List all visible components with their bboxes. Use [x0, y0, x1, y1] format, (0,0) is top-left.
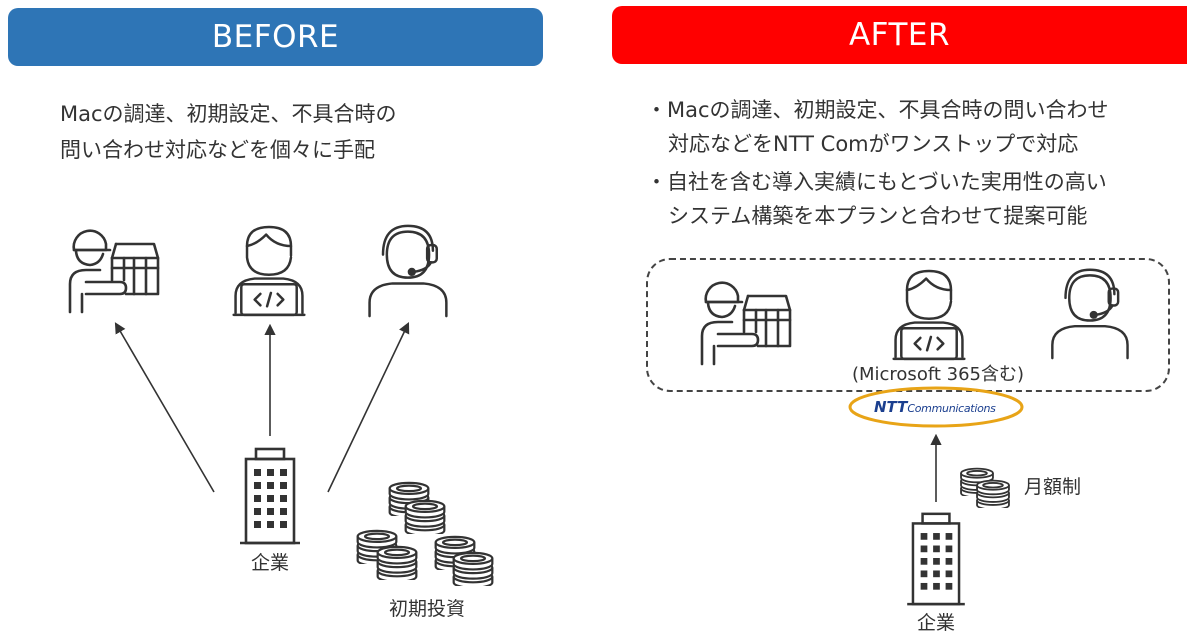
coins-icon — [352, 470, 502, 590]
coin-stack — [450, 540, 496, 586]
after-bullet1-line2: 対応などをNTT Comがワンストップで対応 — [668, 132, 1079, 156]
building-icon — [906, 510, 966, 606]
coin-stack — [374, 534, 420, 580]
ntt-logo-text: Communications — [907, 402, 996, 415]
after-bullet1-line1: ・Macの調達、初期設定、不具合時の問い合わせ — [646, 98, 1109, 122]
before-title: BEFORE — [211, 19, 340, 55]
delivery-person-icon — [698, 276, 798, 366]
after-title: AFTER — [848, 17, 951, 53]
developer-laptop-icon — [886, 262, 972, 364]
before-company-label: 企業 — [250, 552, 289, 574]
service-note: (Microsoft 365含む) — [851, 364, 1025, 385]
monthly-label: 月額制 — [1024, 476, 1082, 498]
after-bullet2-line2: システム構築を本プランと合わせて提案可能 — [668, 204, 1088, 228]
ntt-logo-bold: NTT — [874, 398, 908, 416]
service-group-box — [646, 258, 1170, 392]
after-bullet2-line1: ・自社を含む導入実績にもとづいた実用性の高い — [646, 170, 1107, 194]
coins-icon — [958, 458, 1018, 508]
support-headset-icon — [1046, 266, 1132, 360]
coin-stack — [974, 470, 1012, 508]
before-desc-line1: Macの調達、初期設定、不具合時の — [60, 102, 397, 126]
after-header: AFTER — [612, 6, 1187, 64]
ntt-communications-logo: NTTCommunications — [848, 386, 1024, 428]
before-desc-line2: 問い合わせ対応などを個々に手配 — [60, 138, 375, 162]
before-header: BEFORE — [8, 8, 543, 66]
building-icon — [240, 445, 300, 545]
investment-label: 初期投資 — [388, 598, 465, 620]
ntt-logo-mark — [848, 386, 1024, 428]
after-company-label: 企業 — [916, 612, 955, 634]
